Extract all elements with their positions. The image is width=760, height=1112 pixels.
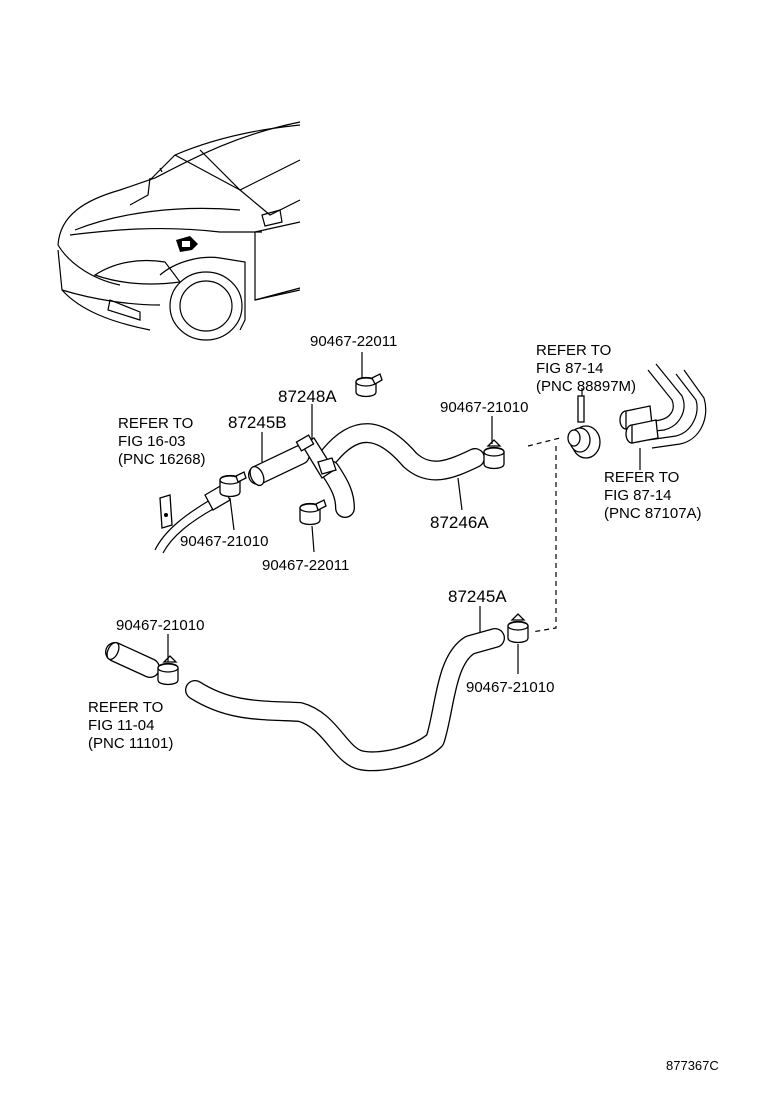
callout-clamp-lower-right: 90467-21010 <box>466 679 554 696</box>
ref-line1: REFER TO <box>88 699 163 716</box>
heater-grommet <box>567 395 601 459</box>
reference-fig-87-14-a: REFER TO FIG 87-14 (PNC 88897M) <box>536 342 636 395</box>
ref-line2: FIG 87-14 <box>536 360 604 377</box>
reference-fig-11-04: REFER TO FIG 11-04 (PNC 11101) <box>88 699 173 752</box>
lower-left-pipe <box>105 641 160 678</box>
callout-clamp-upper-right: 90467-21010 <box>440 399 528 416</box>
leader-lines <box>167 352 641 674</box>
figure-id: 877367C <box>666 1058 719 1073</box>
dashed-connector <box>527 437 561 447</box>
callout-clamp-left: 90467-21010 <box>180 533 268 550</box>
ref-line3: (PNC 88897M) <box>536 378 636 395</box>
callout-hose-87248a: 87248A <box>278 387 337 406</box>
hose-87248a-shape <box>295 434 355 518</box>
ref-line2: FIG 87-14 <box>604 487 672 504</box>
callout-clamp-top: 90467-22011 <box>310 333 397 350</box>
ref-line3: (PNC 16268) <box>118 451 206 468</box>
ref-line1: REFER TO <box>118 415 193 432</box>
ref-line1: REFER TO <box>604 469 679 486</box>
reference-fig-87-14-b: REFER TO FIG 87-14 (PNC 87107A) <box>604 469 702 522</box>
callout-hose-87245b: 87245B <box>228 413 287 432</box>
callout-hose-87246a: 87246A <box>430 513 489 532</box>
reference-fig-16-03: REFER TO FIG 16-03 (PNC 16268) <box>118 415 206 468</box>
hose-87246a-shape <box>320 423 485 481</box>
hose-87245b-shape <box>248 445 310 487</box>
ref-line2: FIG 11-04 <box>88 717 154 734</box>
clamp-lower-right-shape <box>507 613 529 644</box>
clamp-lower-left-shape <box>157 655 179 686</box>
car-location-illustration <box>57 121 301 341</box>
ref-line1: REFER TO <box>536 342 611 359</box>
ref-line3: (PNC 87107A) <box>604 505 702 522</box>
hose-87245a-shape <box>185 628 505 772</box>
clamps <box>157 373 529 686</box>
callout-hose-87245a: 87245A <box>448 587 507 606</box>
callout-clamp-lower-left: 90467-21010 <box>116 617 204 634</box>
clamp-left-shape <box>219 471 247 498</box>
dashed-connector-vertical <box>531 446 557 633</box>
clamp-upper-right-shape <box>483 439 505 470</box>
heater-pipes <box>619 363 707 449</box>
ref-line2: FIG 16-03 <box>118 433 186 450</box>
callout-clamp-bottom-mid: 90467-22011 <box>262 557 349 574</box>
clamp-top-shape <box>355 373 383 398</box>
clamp-bottom-mid-shape <box>299 499 327 526</box>
ref-line3: (PNC 11101) <box>88 735 173 752</box>
